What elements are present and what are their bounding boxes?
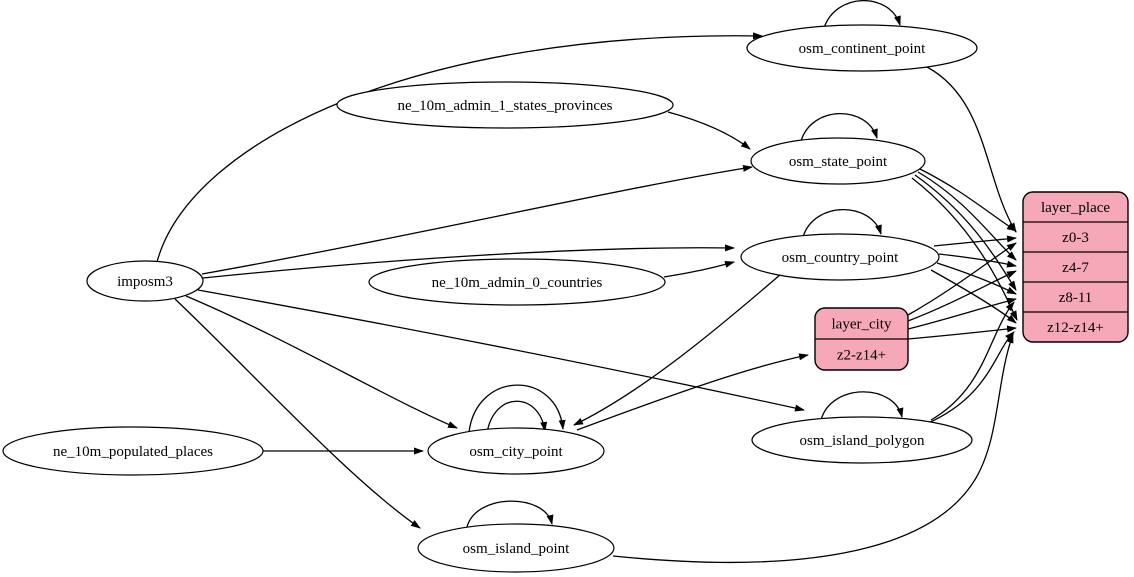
edge-imposm3--osm_island_polygon bbox=[197, 289, 805, 412]
node-ne_10m_admin_0_countries: ne_10m_admin_0_countries bbox=[368, 258, 666, 306]
edge-osm_state_point--layer_place:z8-11 bbox=[914, 174, 1017, 291]
edge-osm_island_polygon--layer_place:z8-11 bbox=[930, 301, 1015, 421]
osm_continent_point-ellipse bbox=[746, 24, 978, 72]
osm_city_point-ellipse bbox=[427, 427, 605, 475]
node-osm_island_point: osm_island_point bbox=[417, 523, 615, 573]
layer_place-row-layer_place: layer_place bbox=[1041, 200, 1110, 216]
layer_city-row-layer_city: layer_city bbox=[832, 317, 892, 333]
ne_10m_populated_places-label: ne_10m_populated_places bbox=[53, 444, 213, 460]
edge-imposm3--osm_island_point bbox=[174, 298, 421, 529]
edge-osm_country_point--layer_place:z12-z14+ bbox=[930, 269, 1017, 324]
layer_place-row-z8-11: z8-11 bbox=[1059, 290, 1093, 306]
edge-osm_island_point--osm_island_point bbox=[466, 500, 554, 528]
layer_place-box bbox=[1022, 191, 1129, 343]
record-layer_city: layer_city z2-z14+ bbox=[814, 307, 909, 371]
edge-osm_state_point--layer_place:z4-7 bbox=[917, 171, 1017, 261]
edge-imposm3--osm_city_point bbox=[185, 295, 458, 429]
layer_place-row-z12-z14+: z12-z14+ bbox=[1047, 320, 1104, 336]
edge-osm_country_point--layer_place:z4-7 bbox=[938, 253, 1017, 268]
node-osm_island_polygon: osm_island_polygon bbox=[751, 416, 973, 464]
osm_island_point-ellipse bbox=[417, 523, 615, 573]
osm_city_point-label: osm_city_point bbox=[469, 444, 563, 460]
layer_city-row-z2-z14+: z2-z14+ bbox=[837, 348, 886, 364]
osm_state_point-ellipse bbox=[750, 137, 926, 185]
edge-imposm3--osm_state_point bbox=[201, 164, 753, 275]
node-ne_10m_admin_1_states_provinces: ne_10m_admin_1_states_provinces bbox=[336, 81, 674, 129]
edge-imposm3--osm_country_point bbox=[202, 244, 735, 279]
layer_place-row-z0-3: z0-3 bbox=[1062, 230, 1089, 246]
ne_10m_populated_places-ellipse bbox=[2, 426, 264, 476]
node-ne_10m_populated_places: ne_10m_populated_places bbox=[2, 426, 264, 476]
node-osm_city_point: osm_city_point bbox=[427, 427, 605, 475]
edge-osm_continent_point--osm_continent_point bbox=[823, 0, 901, 29]
edge-osm_continent_point--layer_place:z0-3 bbox=[926, 66, 1017, 233]
osm_country_point-ellipse bbox=[740, 233, 940, 281]
osm_continent_point-label: osm_continent_point bbox=[799, 41, 926, 57]
record-layer_place: layer_place z0-3 z4-7 z8-11 z12-z14+ bbox=[1022, 191, 1129, 343]
edge-layer_city--layer_place:z12-z14+ bbox=[907, 325, 1017, 340]
edge-osm_state_point--layer_place:z0-3 bbox=[919, 168, 1017, 232]
ne_10m_admin_0_countries-label: ne_10m_admin_0_countries bbox=[432, 275, 603, 291]
edge-osm_country_point--layer_place:z8-11 bbox=[936, 262, 1017, 295]
osm_country_point-label: osm_country_point bbox=[782, 250, 899, 266]
nodes-layer: imposm3 ne_10m_admin_1_states_provincesne… bbox=[2, 24, 1129, 573]
edge-ne_10m_admin_1_states_provinces--osm_state_point bbox=[667, 111, 751, 150]
edge-osm_state_point--osm_state_point bbox=[800, 112, 878, 142]
ne_10m_admin_1_states_provinces-label: ne_10m_admin_1_states_provinces bbox=[398, 98, 613, 114]
edges-layer bbox=[156, 0, 1018, 564]
edge-imposm3--osm_continent_point bbox=[156, 32, 763, 263]
layer_place-row-z4-7: z4-7 bbox=[1062, 260, 1089, 276]
imposm3-ellipse bbox=[86, 260, 204, 302]
edge-layer_city--layer_place:z4-7 bbox=[907, 270, 1017, 322]
node-osm_state_point: osm_state_point bbox=[750, 137, 926, 185]
edge-osm_island_polygon--layer_place:z12-z14+ bbox=[925, 331, 1015, 425]
ne_10m_admin_1_states_provinces-ellipse bbox=[336, 81, 674, 129]
edge-ne_10m_admin_0_countries--osm_country_point bbox=[663, 261, 735, 278]
osm_island_polygon-ellipse bbox=[751, 416, 973, 464]
node-osm_continent_point: osm_continent_point bbox=[746, 24, 978, 72]
osm_island_polygon-label: osm_island_polygon bbox=[799, 433, 925, 449]
edge-osm_island_point--layer_place:z12-z14+ bbox=[612, 333, 1014, 564]
edge-osm_country_point--osm_city_point bbox=[573, 273, 782, 426]
edge-osm_island_polygon--osm_island_polygon bbox=[820, 391, 904, 421]
osm_state_point-label: osm_state_point bbox=[789, 154, 888, 170]
edge-osm_city_point--osm_city_point bbox=[468, 384, 566, 433]
node-imposm3: imposm3 bbox=[86, 260, 204, 302]
edge-layer_city--layer_place:z0-3 bbox=[907, 242, 1017, 316]
node-osm_country_point: osm_country_point bbox=[740, 233, 940, 281]
edge-osm_city_point--layer_city:z2-z14+ bbox=[576, 353, 809, 431]
osm_island_point-label: osm_island_point bbox=[463, 541, 571, 557]
edge-osm_country_point--layer_place:z0-3 bbox=[933, 235, 1017, 247]
edge-osm_city_point--osm_city_point bbox=[486, 400, 548, 434]
edge-osm_country_point--osm_country_point bbox=[802, 208, 882, 238]
imposm3-label: imposm3 bbox=[117, 274, 173, 290]
ne_10m_admin_0_countries-ellipse bbox=[368, 258, 666, 306]
